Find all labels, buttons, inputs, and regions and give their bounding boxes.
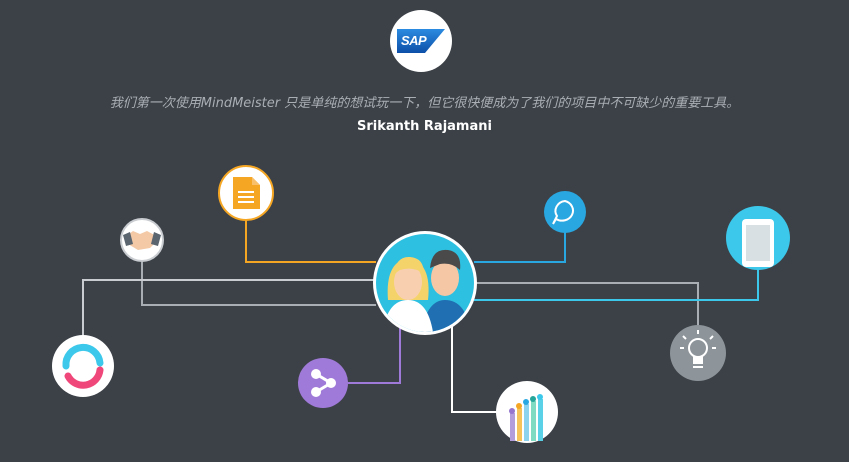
connector-line-phone <box>474 268 759 301</box>
bar-chart-icon <box>496 381 558 443</box>
team-avatars-icon <box>373 231 477 335</box>
connector-line-lightbulb <box>473 282 699 326</box>
lightbulb-icon <box>670 325 726 381</box>
testimonial-author: Srikanth Rajamani <box>357 119 492 134</box>
company-logo: SAP <box>390 10 452 72</box>
share-icon <box>298 358 348 408</box>
document-icon <box>218 165 274 221</box>
connector-line-document <box>245 220 376 263</box>
sap-logo-text: SAP <box>401 33 427 48</box>
sap-logo-icon: SAP <box>397 29 445 53</box>
connector-line-share <box>348 325 401 384</box>
connector-line-loop <box>82 279 376 340</box>
loop-icon <box>52 335 114 397</box>
connector-line-chat <box>474 232 566 263</box>
chat-bubble-icon <box>544 191 586 233</box>
handshake-icon <box>120 218 164 262</box>
smartphone-icon <box>726 206 790 270</box>
connector-line-chart <box>451 318 500 413</box>
connector-line-handshake <box>141 262 376 306</box>
testimonial-quote: 我们第一次使用MindMeister 只是单纯的想试玩一下，但它很快便成为了我们… <box>109 96 740 111</box>
